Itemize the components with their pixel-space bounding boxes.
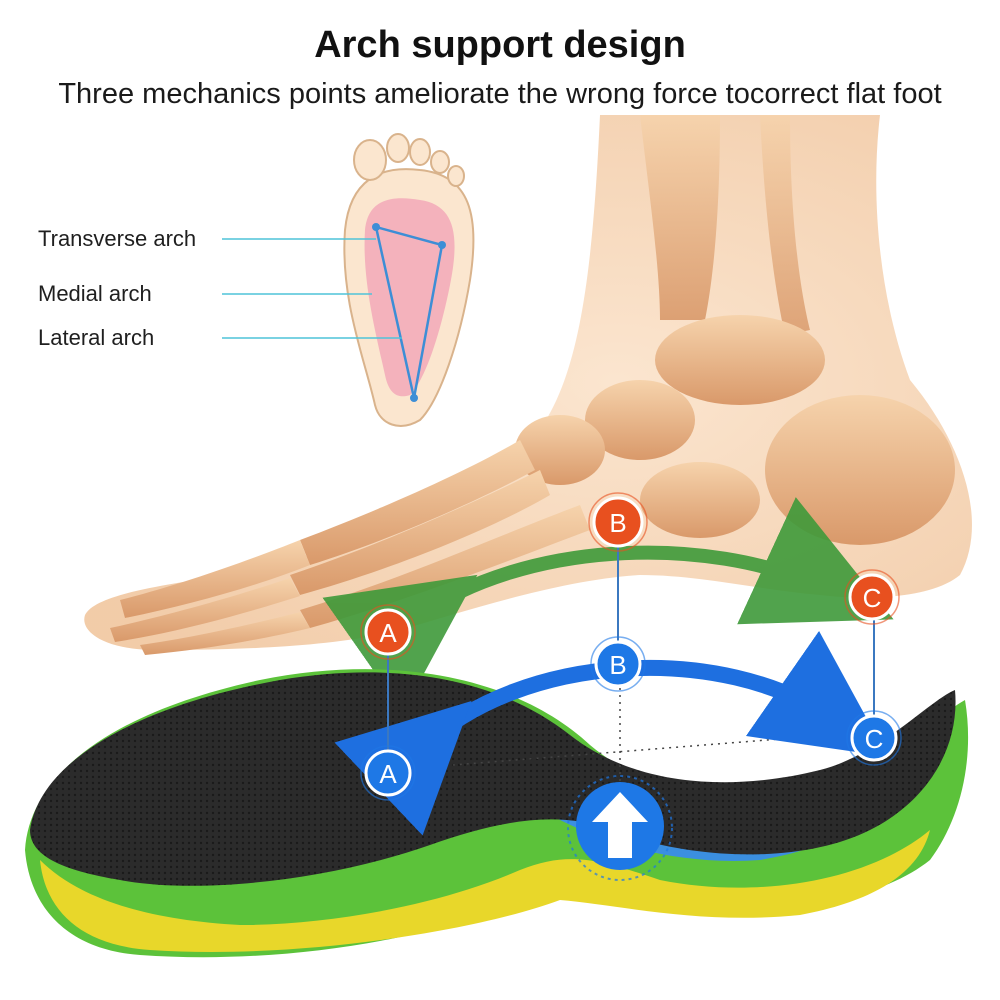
badge-b-foot: B <box>588 492 648 552</box>
badge-b-insole-label: B <box>609 650 626 680</box>
label-medial-arch: Medial arch <box>38 281 152 306</box>
toe <box>386 133 410 163</box>
arch-node <box>410 394 418 402</box>
arch-pink-zone <box>364 198 455 397</box>
badge-c-insole-label: C <box>865 724 884 754</box>
page-title: Arch support design <box>314 24 686 66</box>
up-arrow-icon <box>592 792 648 858</box>
badge-b-foot-label: B <box>609 508 626 538</box>
toe <box>430 150 450 174</box>
up-arrow-ring <box>567 775 673 881</box>
badge-c-foot-label: C <box>863 583 882 613</box>
page-subtitle: Three mechanics points ameliorate the wr… <box>58 78 942 110</box>
phalanx-bone <box>120 540 310 618</box>
arch-node <box>372 223 380 231</box>
calcaneus-bone <box>765 395 955 545</box>
green-arch-arrow <box>322 497 894 713</box>
cuneiform-bone <box>515 415 605 485</box>
badge-a-insole: A <box>360 745 416 801</box>
sole-illustration <box>343 133 475 427</box>
fibula-bone <box>760 115 810 335</box>
navicular-bone <box>585 380 695 460</box>
talus-bone <box>655 315 825 405</box>
toe <box>447 165 465 187</box>
tibia-bone <box>640 115 720 320</box>
arch-triangle <box>374 225 444 399</box>
cuboid-bone <box>640 462 760 538</box>
arch-node <box>438 241 446 249</box>
toe <box>353 139 387 181</box>
phalanx-bone <box>140 612 310 655</box>
badge-a-insole-label: A <box>379 759 397 789</box>
phalanx-bone <box>110 578 300 642</box>
label-transverse-arch: Transverse arch <box>38 226 197 251</box>
badge-b-insole: B <box>590 636 646 692</box>
toe <box>409 138 431 166</box>
badge-c-insole: C <box>846 710 902 766</box>
insole-camo <box>40 830 930 952</box>
badge-a-foot-label: A <box>379 618 397 648</box>
badge-a-foot: A <box>360 604 416 660</box>
badge-c-foot: C <box>844 569 900 625</box>
label-lateral-arch: Lateral arch <box>38 325 155 350</box>
